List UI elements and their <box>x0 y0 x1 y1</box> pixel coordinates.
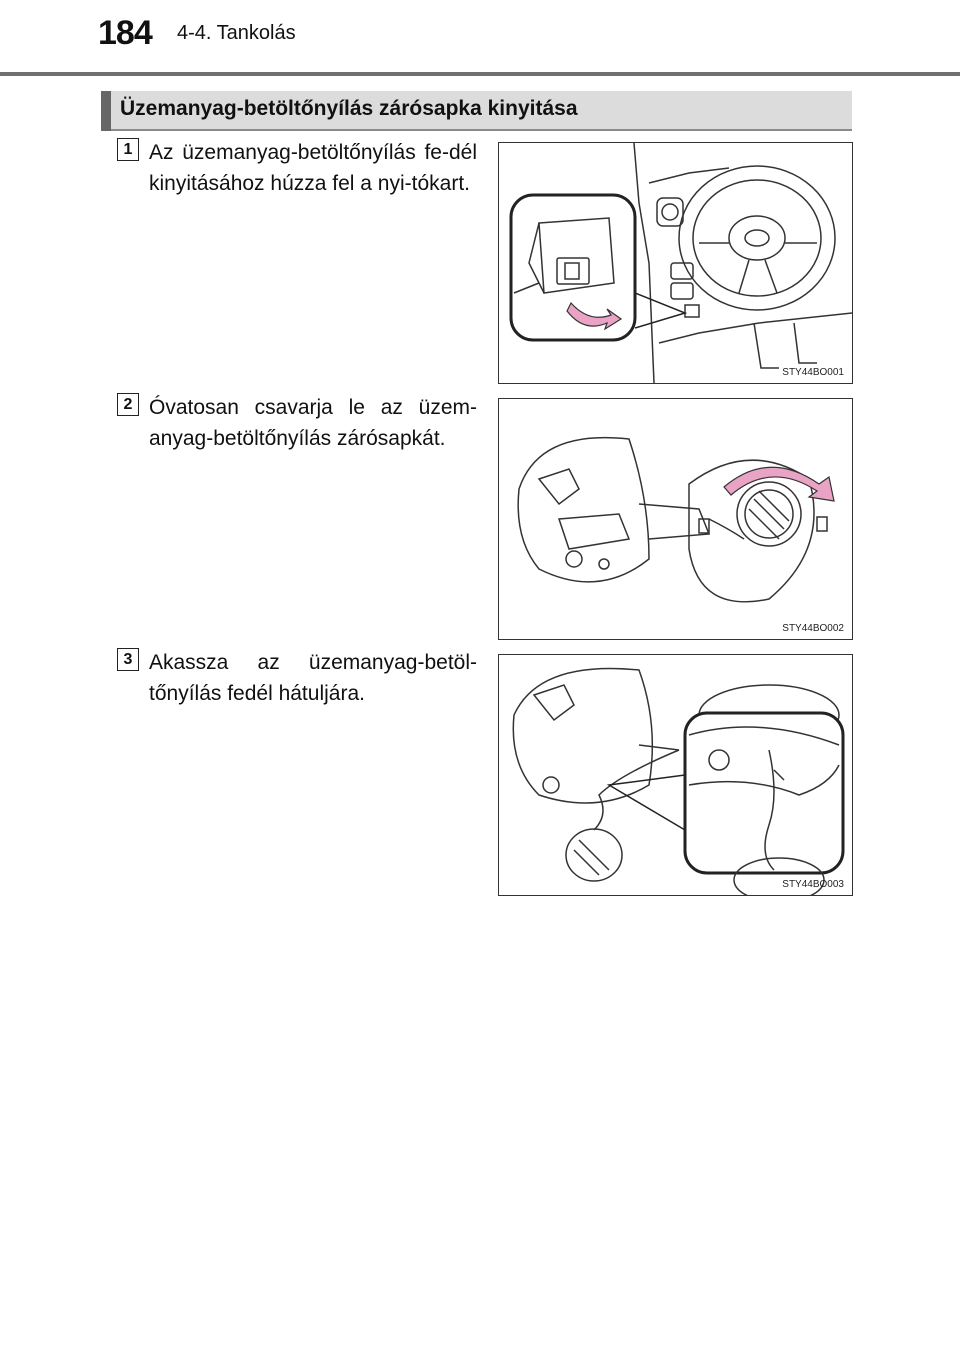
figure-fuel-door-lever: STY44BO001 <box>498 142 853 384</box>
step-number-2: 2 <box>117 393 139 416</box>
figure-hang-cap: STY44BO003 <box>498 654 853 896</box>
step-text-1: Az üzemanyag-betöltőnyílás fe-dél kinyit… <box>149 141 477 195</box>
section-title: Üzemanyag-betöltőnyílás zárósapka kinyit… <box>120 97 578 120</box>
header-rule <box>0 72 960 76</box>
page-number: 184 <box>98 14 153 52</box>
chapter-title: 4-4. Tankolás <box>177 22 296 44</box>
section-accent <box>101 91 111 131</box>
step-number-1: 1 <box>117 138 139 161</box>
figure-code-1: STY44BO001 <box>782 367 844 378</box>
unscrew-cap-illustration <box>517 436 835 603</box>
figure-code-3: STY44BO003 <box>782 879 844 890</box>
figure-code-2: STY44BO002 <box>782 623 844 634</box>
step-text-2: Óvatosan csavarja le az üzem-anyag-betöl… <box>149 396 477 450</box>
step-number-3: 3 <box>117 648 139 671</box>
figure-unscrew-cap: STY44BO002 <box>498 398 853 640</box>
section-header: Üzemanyag-betöltőnyílás zárósapka kinyit… <box>101 91 852 131</box>
step-text-3: Akassza az üzemanyag-betöl-tőnyílás fedé… <box>149 651 477 705</box>
fuel-door-lever-illustration <box>509 143 852 383</box>
hang-cap-illustration <box>512 667 845 895</box>
